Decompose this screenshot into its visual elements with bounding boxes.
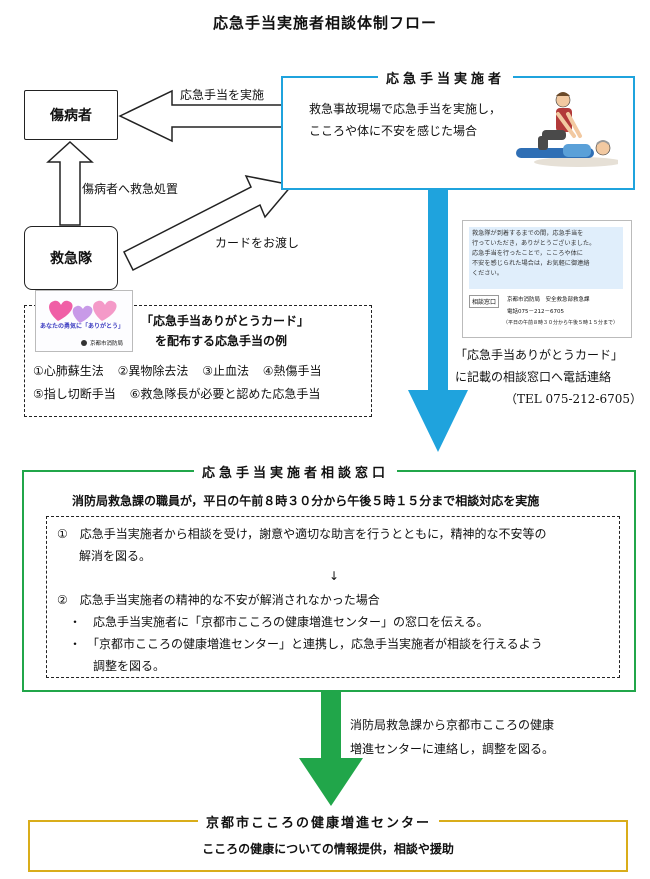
contact-line1: 「応急手当ありがとうカード」	[455, 348, 624, 362]
performer-header: 応急手当実施者	[378, 68, 514, 87]
diagonal-arrow-to-performer	[122, 174, 294, 272]
card-counter-label: 相談窓口	[469, 295, 500, 308]
card-msg-line2: 行っていただき，ありがとうございました。	[472, 240, 596, 247]
contact-line2: に記載の相談窓口へ電話連絡	[455, 370, 612, 384]
item-flow-arrow: ↓	[329, 569, 340, 583]
card-msg-line5: ください。	[472, 270, 503, 277]
performer-box: 応急手当実施者 救急事故現場で応急手当を実施し， こころや体に不安を感じた場合	[281, 68, 635, 190]
bullet2-line2: 調整を図る。	[93, 659, 166, 673]
counseling-details: ① 応急手当実施者から相談を受け，謝意や適切な助言を行うとともに，精神的な不安等…	[46, 516, 620, 678]
card-message: 救急隊が到着するまでの間，応急手当を 行っていただき，ありがとうございました。 …	[469, 227, 623, 289]
bullet1: ・ 応急手当実施者に「京都市こころの健康増進センター」の窓口を伝える。	[69, 615, 489, 629]
health-center-body: こころの健康についての情報提供，相談や援助	[202, 842, 454, 856]
card-subtitle: を配布する応急手当の例	[155, 334, 288, 348]
card-logo-text: あなたの勇気に「ありがとう」	[40, 323, 125, 330]
patient-box: 傷病者	[24, 90, 118, 140]
counseling-header: 応急手当実施者相談窓口	[194, 462, 398, 481]
example-amputation: ⑤指し切断手当	[33, 387, 116, 401]
performer-line2: こころや体に不安を感じた場合	[309, 124, 478, 138]
patient-label: 傷病者	[50, 108, 92, 124]
counseling-intro: 消防局救急課の職員が，平日の午前８時３０分から午後５時１５分まで相談対応を実施	[72, 494, 540, 508]
card-examples-box: あなたの勇気に「ありがとう」 京都市消防局 「応急手当ありがとうカード」 を配布…	[24, 290, 372, 417]
card-msg-line4: 不安を感じられた場合は，お気軽に御連絡	[472, 260, 590, 267]
item1-line2: 解消を図る。	[79, 549, 152, 563]
health-center-header: 京都市こころの健康増進センター	[198, 812, 440, 831]
first-aid-label: 応急手当を実施	[180, 88, 265, 102]
performer-line1: 救急事故現場で応急手当を実施し，	[309, 102, 502, 116]
item2: ② 応急手当実施者の精神的な不安が解消されなかった場合	[57, 593, 380, 607]
card-msg-line3: 応急手当を行ったことで，こころや体に	[472, 250, 583, 257]
card-msg-line1: 救急隊が到着するまでの間，応急手当を	[472, 230, 584, 237]
health-center-box: 京都市こころの健康増進センター こころの健康についての情報提供，相談や援助	[28, 812, 628, 872]
ambulance-box: 救急隊	[24, 226, 118, 290]
card-counter-org: 京都市消防局 安全救急部救急課	[507, 297, 590, 303]
card-hours: （平日の午前８時３０分から午後５時１５分まで）	[503, 320, 619, 326]
cpr-illustration	[516, 92, 618, 167]
card-title: 「応急手当ありがとうカード」	[141, 314, 310, 328]
liaison-line2: 増進センターに連絡し，調整を図る。	[350, 742, 555, 756]
card-handover-label: カードをお渡し	[215, 236, 300, 250]
contact-line3: （TEL 075-212-6705）	[505, 392, 643, 406]
example-burn: ④熱傷手当	[262, 364, 322, 378]
thanks-card-image: あなたの勇気に「ありがとう」 京都市消防局	[35, 290, 133, 352]
card-phone: 電話075－212－6705	[507, 309, 564, 315]
example-foreign-body: ②異物除去法	[117, 364, 189, 378]
card-org: 京都市消防局	[90, 341, 124, 347]
example-cpr: ①心肺蘇生法	[33, 364, 104, 378]
example-captain-approved: ⑥救急隊長が必要と認めた応急手当	[129, 387, 321, 401]
item1-line1: ① 応急手当実施者から相談を受け，謝意や適切な助言を行うとともに，精神的な不安等…	[57, 527, 547, 541]
card-reverse-image: 救急隊が到着するまでの間，応急手当を 行っていただき，ありがとうございました。 …	[462, 220, 632, 338]
bullet2-line1: ・ 「京都市こころの健康増進センター」と連携し，応急手当実施者が相談を行えるよう	[69, 637, 543, 651]
counseling-box: 応急手当実施者相談窓口 消防局救急課の職員が，平日の午前８時３０分から午後５時１…	[22, 462, 636, 692]
emergency-treatment-label: 傷病者へ救急処置	[82, 182, 179, 196]
liaison-line1: 消防局救急課から京都市こころの健康	[350, 718, 555, 732]
blue-down-arrow	[408, 180, 468, 452]
examples-row-2: ⑤指し切断手当 ⑥救急隊長が必要と認めた応急手当	[33, 385, 330, 402]
ambulance-label: 救急隊	[50, 251, 92, 267]
up-arrow-to-patient	[46, 140, 94, 226]
green-down-arrow	[299, 684, 363, 806]
page-title: 応急手当実施者相談体制フロー	[212, 14, 437, 32]
examples-row-1: ①心肺蘇生法 ②異物除去法 ③止血法 ④熱傷手当	[33, 362, 332, 379]
hearts-icon	[49, 300, 117, 346]
example-hemostasis: ③止血法	[202, 364, 249, 378]
